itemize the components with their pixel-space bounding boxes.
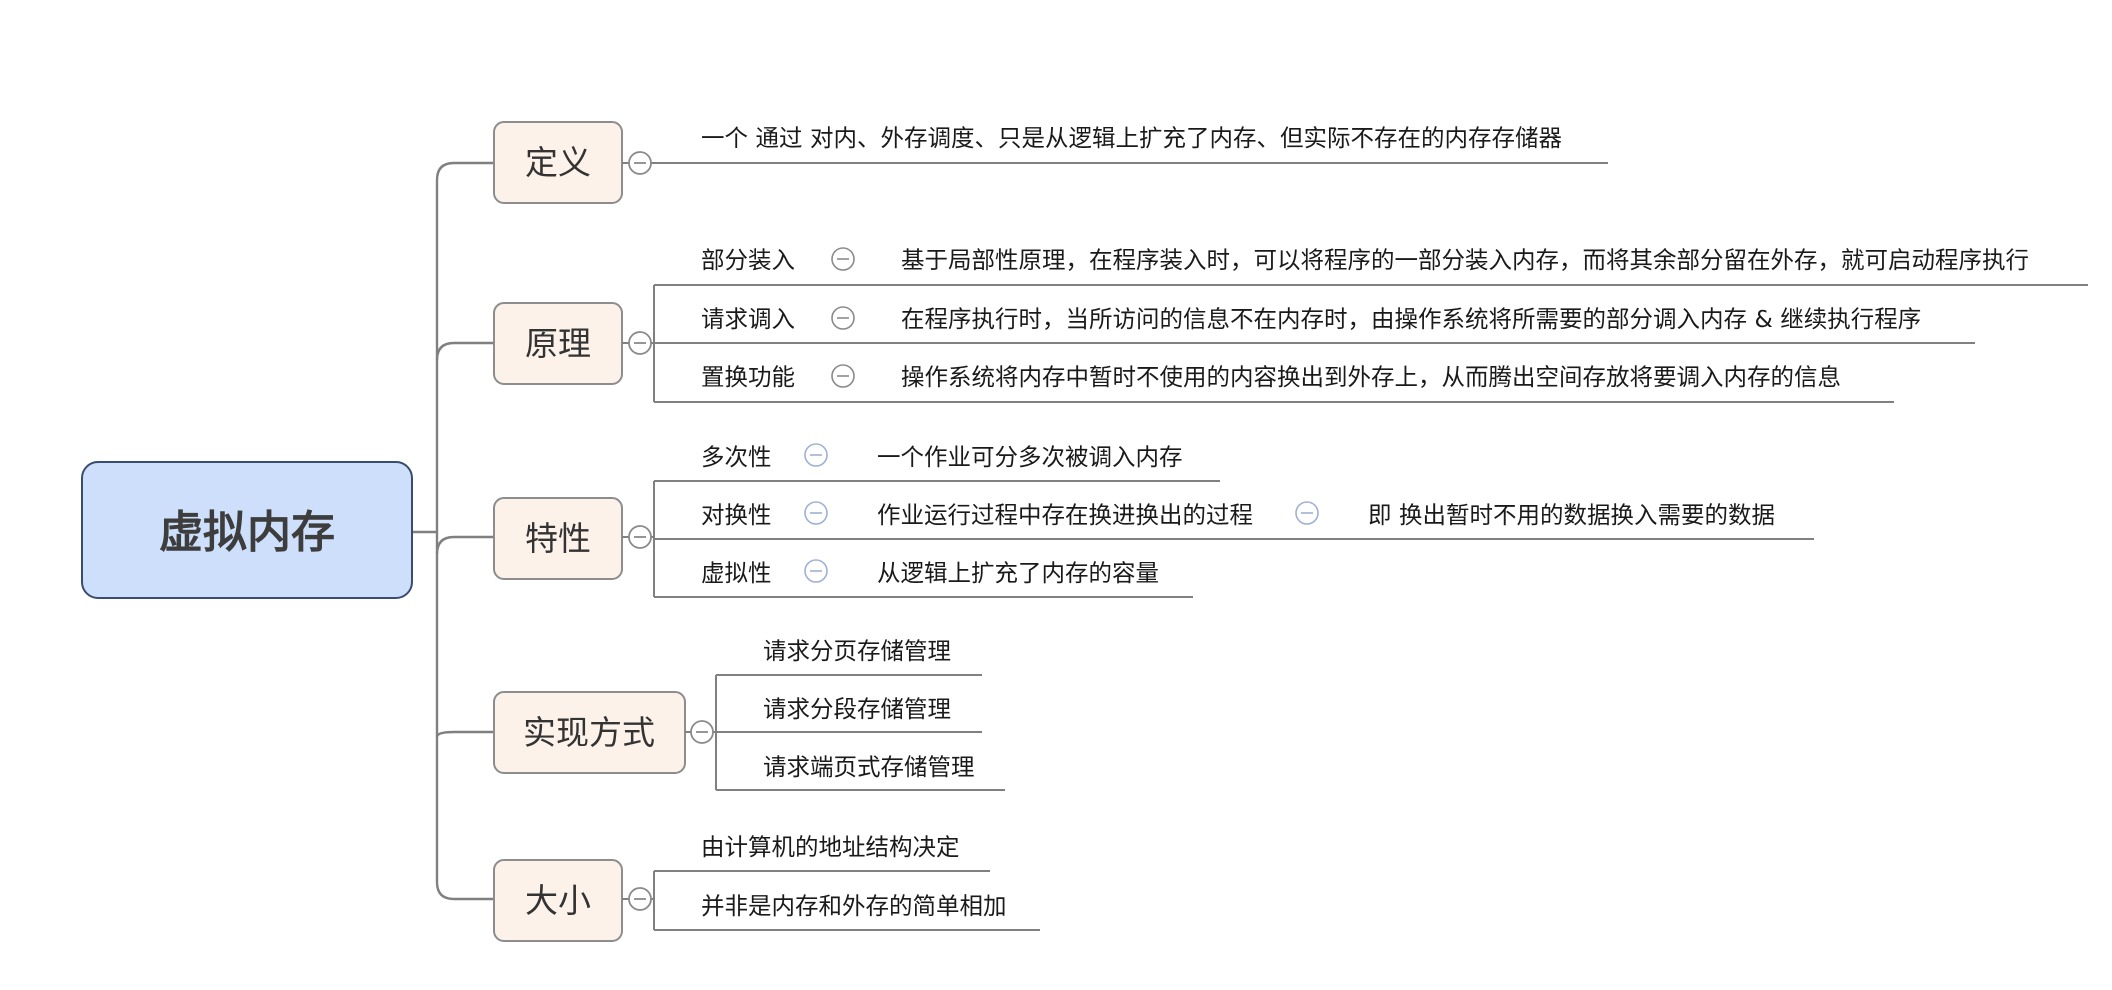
principle-detail-2: 在程序执行时，当所访问的信息不在内存时，由操作系统将所需要的部分调入内存 & 继…: [901, 305, 1921, 333]
principle-term-1: 部分装入: [701, 246, 795, 274]
collapse-icon[interactable]: [628, 331, 652, 355]
feature-detail-2: 作业运行过程中存在换进换出的过程: [877, 501, 1253, 529]
root-label: 虚拟内存: [159, 507, 335, 558]
topic-features-label: 特性: [525, 519, 591, 558]
feature-detail-3: 从逻辑上扩充了内存的容量: [877, 559, 1159, 587]
collapse-icon[interactable]: [628, 887, 652, 911]
root-node[interactable]: 虚拟内存: [81, 461, 413, 599]
topic-implementation[interactable]: 实现方式: [493, 691, 686, 774]
topic-features[interactable]: 特性: [493, 497, 623, 580]
topic-size[interactable]: 大小: [493, 859, 623, 942]
feature-term-1: 多次性: [701, 443, 772, 471]
principle-term-3: 置换功能: [701, 363, 795, 391]
principle-detail-1: 基于局部性原理，在程序装入时，可以将程序的一部分装入内存，而将其余部分留在外存，…: [901, 246, 2029, 274]
topic-size-label: 大小: [525, 881, 591, 920]
topic-definition-label: 定义: [525, 143, 591, 182]
size-item-2: 并非是内存和外存的简单相加: [701, 892, 1007, 920]
feature-term-2: 对换性: [701, 501, 772, 529]
feature-detail-1: 一个作业可分多次被调入内存: [877, 443, 1183, 471]
topic-principle[interactable]: 原理: [493, 302, 623, 385]
collapse-icon[interactable]: [831, 364, 855, 388]
features-connectors: [622, 480, 1814, 598]
topic-implementation-label: 实现方式: [523, 713, 655, 752]
collapse-icon[interactable]: [831, 247, 855, 271]
implementation-item-2: 请求分段存储管理: [763, 695, 951, 723]
implementation-item-3: 请求端页式存储管理: [763, 753, 975, 781]
principle-term-2: 请求调入: [701, 305, 795, 333]
implementation-connectors: [685, 674, 1005, 791]
feature-term-3: 虚拟性: [701, 559, 772, 587]
topic-principle-label: 原理: [525, 324, 591, 363]
collapse-icon[interactable]: [831, 306, 855, 330]
implementation-item-1: 请求分页存储管理: [763, 637, 951, 665]
size-connectors: [622, 870, 1040, 931]
collapse-icon[interactable]: [1295, 501, 1319, 525]
topic-definition[interactable]: 定义: [493, 121, 623, 204]
collapse-icon[interactable]: [804, 559, 828, 583]
principle-detail-3: 操作系统将内存中暂时不使用的内容换出到外存上，从而腾出空间存放将要调入内存的信息: [901, 363, 1841, 391]
feature-note-2: 即 换出暂时不用的数据换入需要的数据: [1368, 501, 1775, 529]
size-item-1: 由计算机的地址结构决定: [701, 833, 960, 861]
root-connectors: [412, 161, 494, 901]
definition-text: 一个 通过 对内、外存调度、只是从逻辑上扩充了内存、但实际不存在的内存存储器: [701, 124, 1562, 152]
collapse-icon[interactable]: [804, 501, 828, 525]
principle-connectors: [622, 284, 2088, 403]
collapse-icon[interactable]: [628, 525, 652, 549]
collapse-icon[interactable]: [804, 443, 828, 467]
collapse-icon[interactable]: [628, 151, 652, 175]
collapse-icon[interactable]: [690, 720, 714, 744]
